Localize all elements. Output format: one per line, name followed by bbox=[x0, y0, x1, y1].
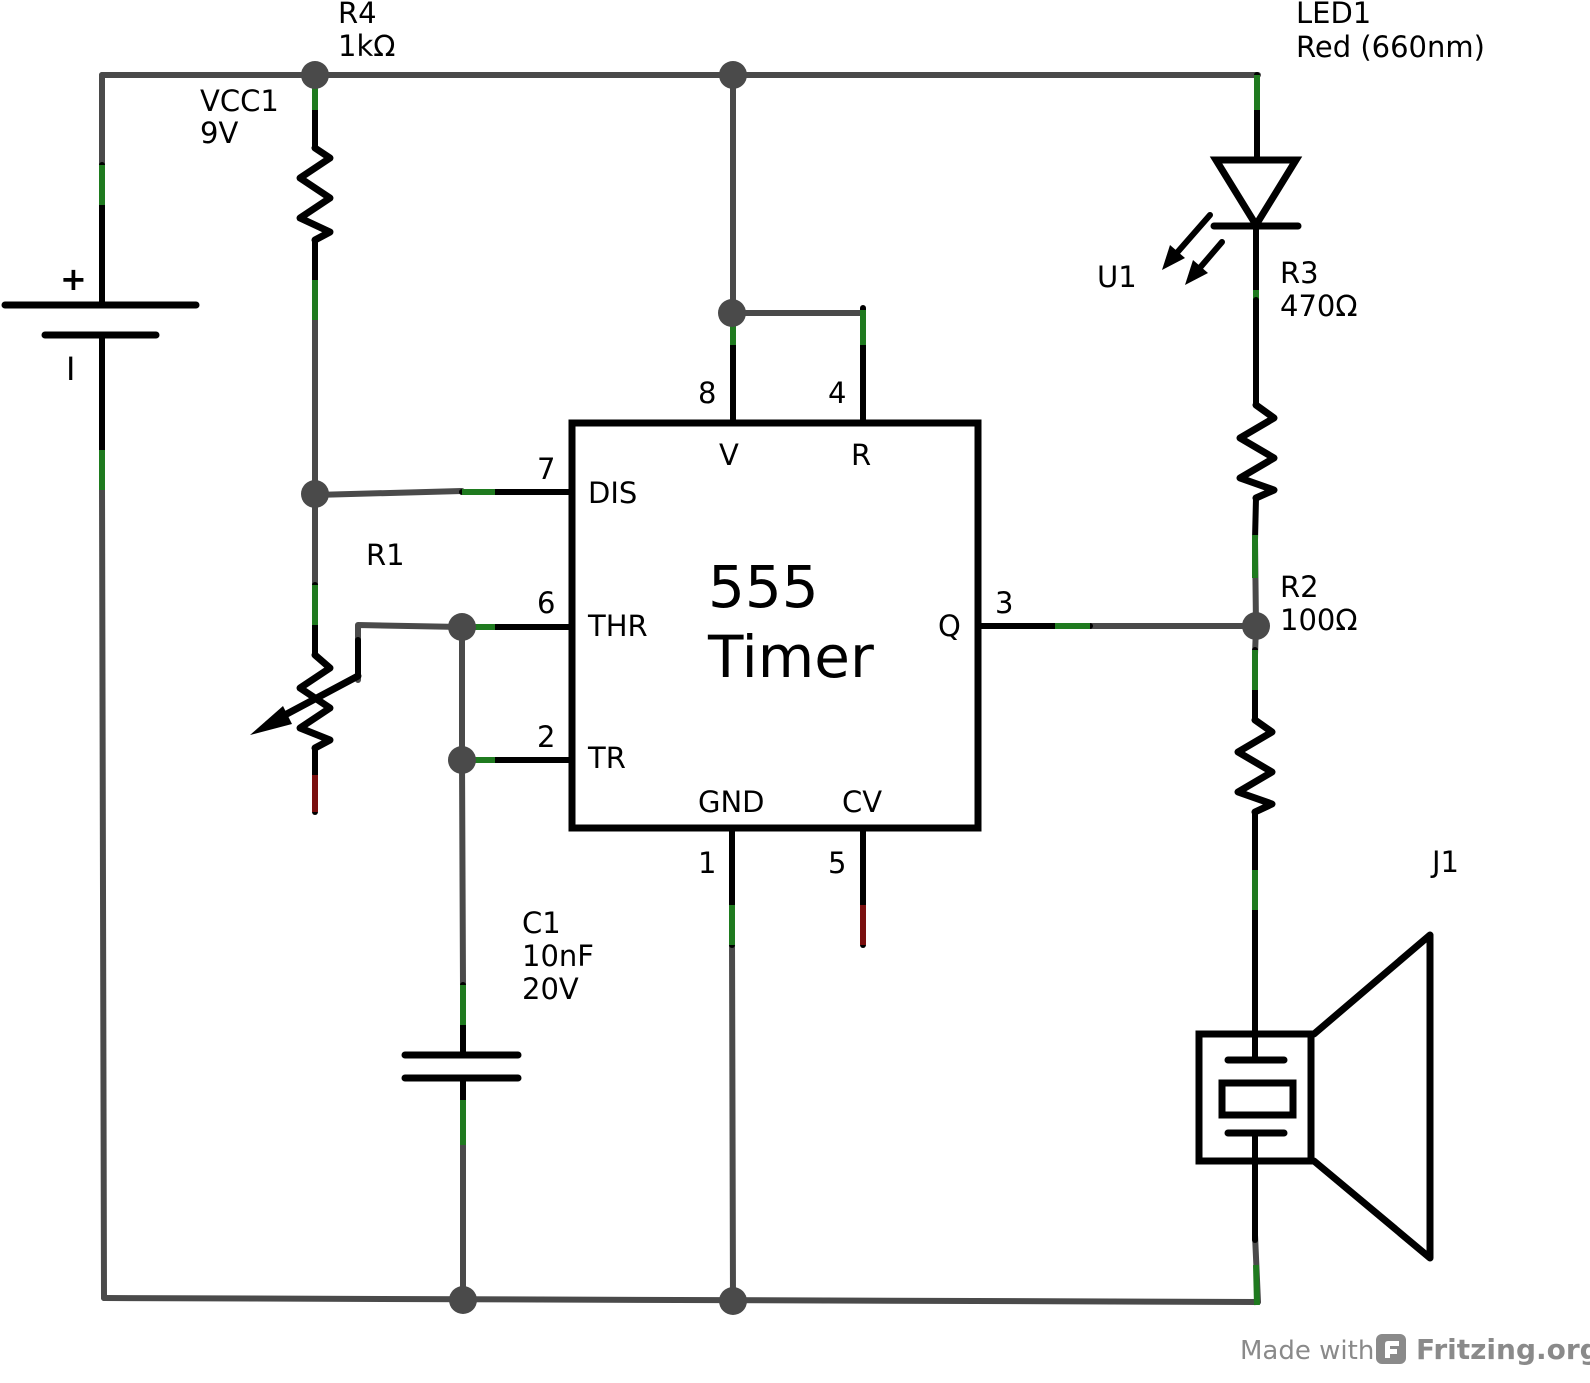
junction-q-output bbox=[1242, 612, 1270, 640]
fritzing-watermark: Made with Fritzing.org bbox=[1240, 1333, 1590, 1366]
watermark-made-with: Made with bbox=[1240, 1336, 1374, 1366]
junction-tr bbox=[448, 746, 476, 774]
timer-labels: 555 Timer 8 4 7 6 2 1 5 3 V R DIS THR TR… bbox=[537, 376, 1013, 880]
pin-1-name: GND bbox=[698, 785, 765, 819]
r3-resistor bbox=[1236, 297, 1278, 578]
r1-arrow-icon bbox=[250, 706, 292, 735]
r4-resistor bbox=[296, 72, 334, 320]
r2-resistor bbox=[1234, 647, 1276, 1038]
r2-value-label: 100Ω bbox=[1280, 603, 1358, 637]
timer-title-line1: 555 bbox=[708, 553, 819, 621]
junction-pin8-pin4 bbox=[718, 299, 746, 327]
u1-ref-label: U1 bbox=[1097, 260, 1137, 294]
led-light-arrow-icon bbox=[1162, 245, 1185, 270]
led-value-label: Red (660nm) bbox=[1296, 30, 1485, 64]
wire-gnd-to-rail bbox=[729, 937, 736, 1305]
pin-8-name: V bbox=[719, 438, 739, 472]
junction-thr bbox=[448, 613, 476, 641]
wire-tr-to-c1 bbox=[459, 757, 466, 988]
battery-symbol bbox=[1, 162, 200, 490]
c1-capacitor bbox=[401, 982, 522, 1145]
pin-2-name: TR bbox=[587, 741, 626, 775]
r1-potentiometer bbox=[250, 582, 362, 815]
pin-6-name: THR bbox=[587, 609, 648, 643]
r2-ref-label: R2 bbox=[1280, 570, 1319, 604]
r3-ref-label: R3 bbox=[1280, 256, 1319, 290]
c1-value-label: 10nF bbox=[522, 939, 594, 973]
led1-diode bbox=[1162, 72, 1303, 330]
timer-555-chip bbox=[459, 305, 1093, 948]
junction-vcc-top bbox=[719, 61, 747, 89]
component-labels: VCC1 9V + I R4 1kΩ R1 C1 10nF 20V LED1 R… bbox=[60, 0, 1485, 1006]
pin-1-number: 1 bbox=[698, 846, 716, 880]
junction-gnd-rail bbox=[719, 1287, 747, 1315]
battery-plus-sign: + bbox=[60, 260, 87, 298]
battery-minus-sign: I bbox=[66, 350, 75, 388]
junction-r4-top bbox=[301, 61, 329, 89]
pin-6-number: 6 bbox=[537, 586, 555, 620]
pin-7-number: 7 bbox=[537, 452, 555, 486]
pin-5-number: 5 bbox=[828, 846, 846, 880]
battery-ref-label: VCC1 bbox=[200, 84, 279, 118]
c1-ref-label: C1 bbox=[522, 906, 561, 940]
c1-voltage-label: 20V bbox=[522, 972, 579, 1006]
r1-ref-label: R1 bbox=[366, 538, 405, 572]
battery-value-label: 9V bbox=[200, 116, 238, 150]
wire-dis bbox=[312, 488, 465, 498]
wire-battery-bottom bbox=[99, 482, 107, 1301]
j1-speaker-icon bbox=[1195, 931, 1434, 1306]
pin-4-name: R bbox=[851, 438, 871, 472]
led-ref-label: LED1 bbox=[1296, 0, 1371, 30]
pin-4-number: 4 bbox=[828, 376, 846, 410]
speaker-ref-label: J1 bbox=[1430, 845, 1459, 879]
pin-3-number: 3 bbox=[995, 586, 1013, 620]
fritzing-logo-icon bbox=[1376, 1334, 1406, 1364]
pin-7-name: DIS bbox=[588, 476, 637, 510]
pin-3-name: Q bbox=[938, 609, 961, 643]
pin-2-number: 2 bbox=[537, 720, 555, 754]
r3-value-label: 470Ω bbox=[1280, 289, 1358, 323]
timer-title-line2: Timer bbox=[707, 623, 874, 691]
led-light-arrow-icon bbox=[1185, 260, 1208, 285]
r4-ref-label: R4 bbox=[338, 0, 377, 30]
junction-c1-gnd bbox=[449, 1286, 477, 1314]
wire-r1-wiper bbox=[355, 622, 465, 683]
r4-value-label: 1kΩ bbox=[338, 29, 395, 63]
junction-dis bbox=[301, 480, 329, 508]
wire-bottom-rail bbox=[101, 1295, 1261, 1305]
wires bbox=[99, 72, 1261, 1305]
pin-8-number: 8 bbox=[698, 376, 716, 410]
junction-dots bbox=[301, 61, 1270, 1315]
watermark-brand: Fritzing.org bbox=[1416, 1333, 1590, 1366]
pin-5-name: CV bbox=[842, 785, 882, 819]
